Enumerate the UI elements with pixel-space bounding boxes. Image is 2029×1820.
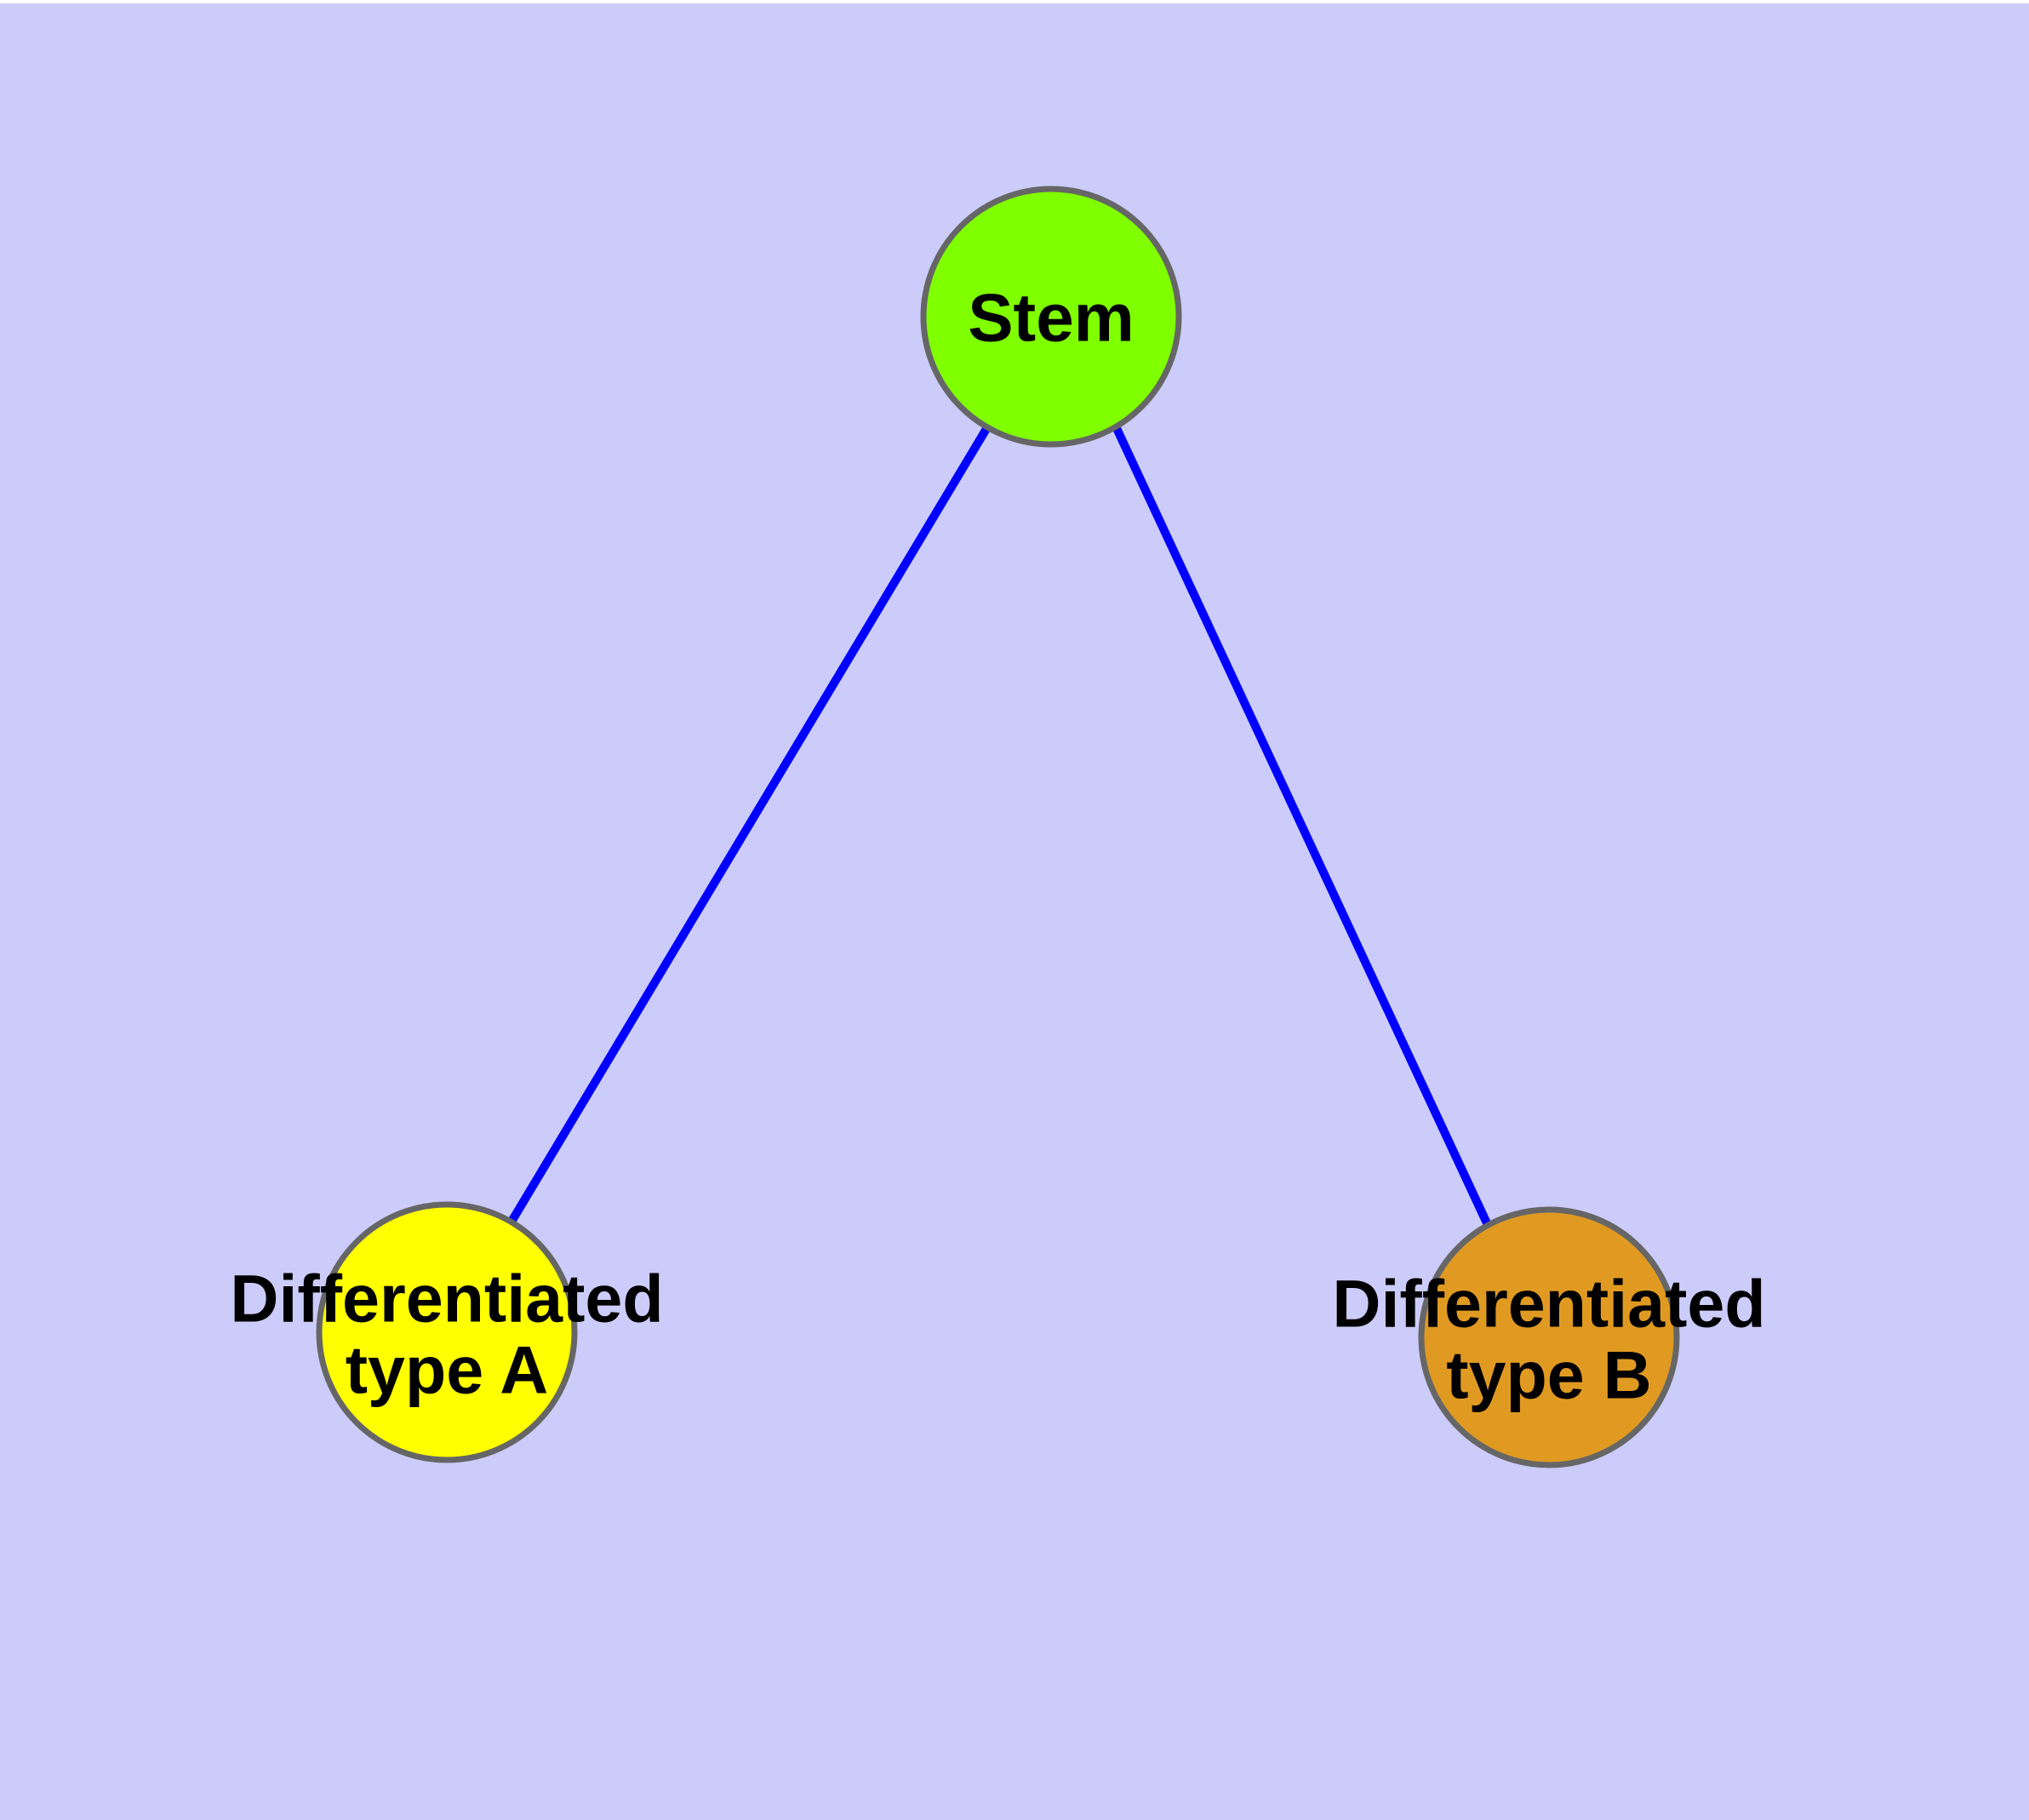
edge-layer: [507, 424, 1492, 1228]
edge-stem-to-diff-b: [1112, 424, 1492, 1228]
node-layer: [316, 186, 1680, 1468]
edge-stem-to-diff-a: [507, 425, 992, 1224]
node-differentiated-type-a[interactable]: [316, 1201, 578, 1463]
node-stem[interactable]: [920, 186, 1182, 448]
node-differentiated-type-b[interactable]: [1418, 1206, 1680, 1468]
